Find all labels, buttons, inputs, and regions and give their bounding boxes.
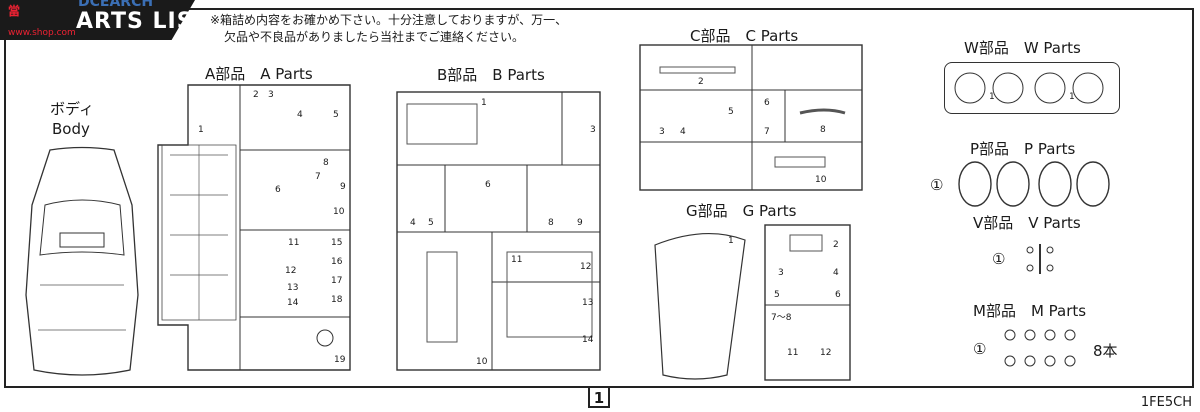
v-parts-drawing [1026,244,1054,274]
c-parts-label: C部品 C Parts [690,27,799,45]
parts-list-title: ARTS LIST [76,9,210,34]
g-part-11: 11 [787,348,799,358]
a-part-19: 19 [334,355,346,365]
g-part-1: 1 [728,236,734,246]
notice-text: ※箱詰め内容をお確かめ下さい。十分注意しておりますが、万一、 欠品や不良品があり… [210,12,567,46]
g-part-range: 7〜8 [771,313,792,323]
v-parts-marker: ① [992,250,1006,268]
c-part-4: 4 [680,127,686,137]
a-part-5: 5 [333,110,339,120]
watermark-brand: 當 [8,4,21,18]
v-parts-label: V部品 V Parts [973,214,1081,232]
g-part-5: 5 [774,290,780,300]
b-part-3: 3 [590,125,596,135]
page-number: 1 [588,386,610,408]
w-part-1a: 1 [989,92,995,102]
a-part-9: 9 [340,182,346,192]
g-part-12: 12 [820,348,832,358]
body-label-jp: ボディ [50,100,94,118]
b-part-13: 13 [582,298,594,308]
b-part-11: 11 [511,255,523,265]
c-part-7: 7 [764,127,770,137]
b-parts-label: B部品 B Parts [437,66,545,84]
watermark-url: www.shop.com [8,28,76,38]
c-part-10: 10 [815,175,827,185]
g-parts-label: G部品 G Parts [686,202,797,220]
a-part-2: 2 [253,90,259,100]
a-part-3: 3 [268,90,274,100]
product-code: 1FE5CH [1140,395,1192,410]
m-parts-marker: ① [973,340,987,358]
parts-list-badge [0,0,195,40]
a-part-6: 6 [275,185,281,195]
p-parts-label: P部品 P Parts [970,140,1076,158]
tire-parts-drawing [958,161,1110,207]
g-part-2: 2 [833,240,839,250]
c-part-2: 2 [698,77,704,87]
c-part-6: 6 [764,98,770,108]
g-part-3: 3 [778,268,784,278]
w-parts-sprue [944,62,1120,114]
b-part-8: 8 [548,218,554,228]
a-part-14: 14 [287,298,299,308]
g-parts-sprue [654,224,851,381]
b-part-5: 5 [428,218,434,228]
watermark-text: DCEARCH [78,0,154,10]
a-part-1: 1 [198,125,204,135]
screw-parts-drawing [1004,329,1076,367]
a-part-7: 7 [315,172,321,182]
a-parts-label: A部品 A Parts [205,65,313,83]
g-part-6: 6 [835,290,841,300]
a-part-17: 17 [331,276,343,286]
c-part-3: 3 [659,127,665,137]
a-parts-sprue [157,84,351,371]
body-label-en: Body [52,120,90,138]
a-part-4: 4 [297,110,303,120]
a-part-10: 10 [333,207,345,217]
c-part-8: 8 [820,125,826,135]
m-parts-label: M部品 M Parts [973,302,1087,320]
w-part-1b: 1 [1069,92,1075,102]
b-part-1: 1 [481,98,487,108]
notice-line-2: 欠品や不良品がありましたら当社までご連絡ください。 [224,30,525,44]
a-part-18: 18 [331,295,343,305]
notice-line-1: ※箱詰め内容をお確かめ下さい。十分注意しておりますが、万一、 [210,13,568,27]
b-parts-sprue [396,91,601,371]
a-part-12: 12 [285,266,297,276]
a-part-8: 8 [323,158,329,168]
a-part-13: 13 [287,283,299,293]
c-part-5: 5 [728,107,734,117]
b-part-14: 14 [582,335,594,345]
m-parts-count: 8本 [1093,342,1118,360]
p-parts-marker: ① [930,176,944,194]
a-part-15: 15 [331,238,343,248]
b-part-4: 4 [410,218,416,228]
b-part-12: 12 [580,262,592,272]
a-part-11: 11 [288,238,300,248]
a-part-16: 16 [331,257,343,267]
w-parts-label: W部品 W Parts [964,39,1081,57]
car-body-drawing [25,146,139,376]
c-parts-sprue [639,44,863,191]
b-part-10: 10 [476,357,488,367]
wheel-parts-drawing [954,72,1104,104]
g-part-4: 4 [833,268,839,278]
b-part-6: 6 [485,180,491,190]
b-part-9: 9 [577,218,583,228]
